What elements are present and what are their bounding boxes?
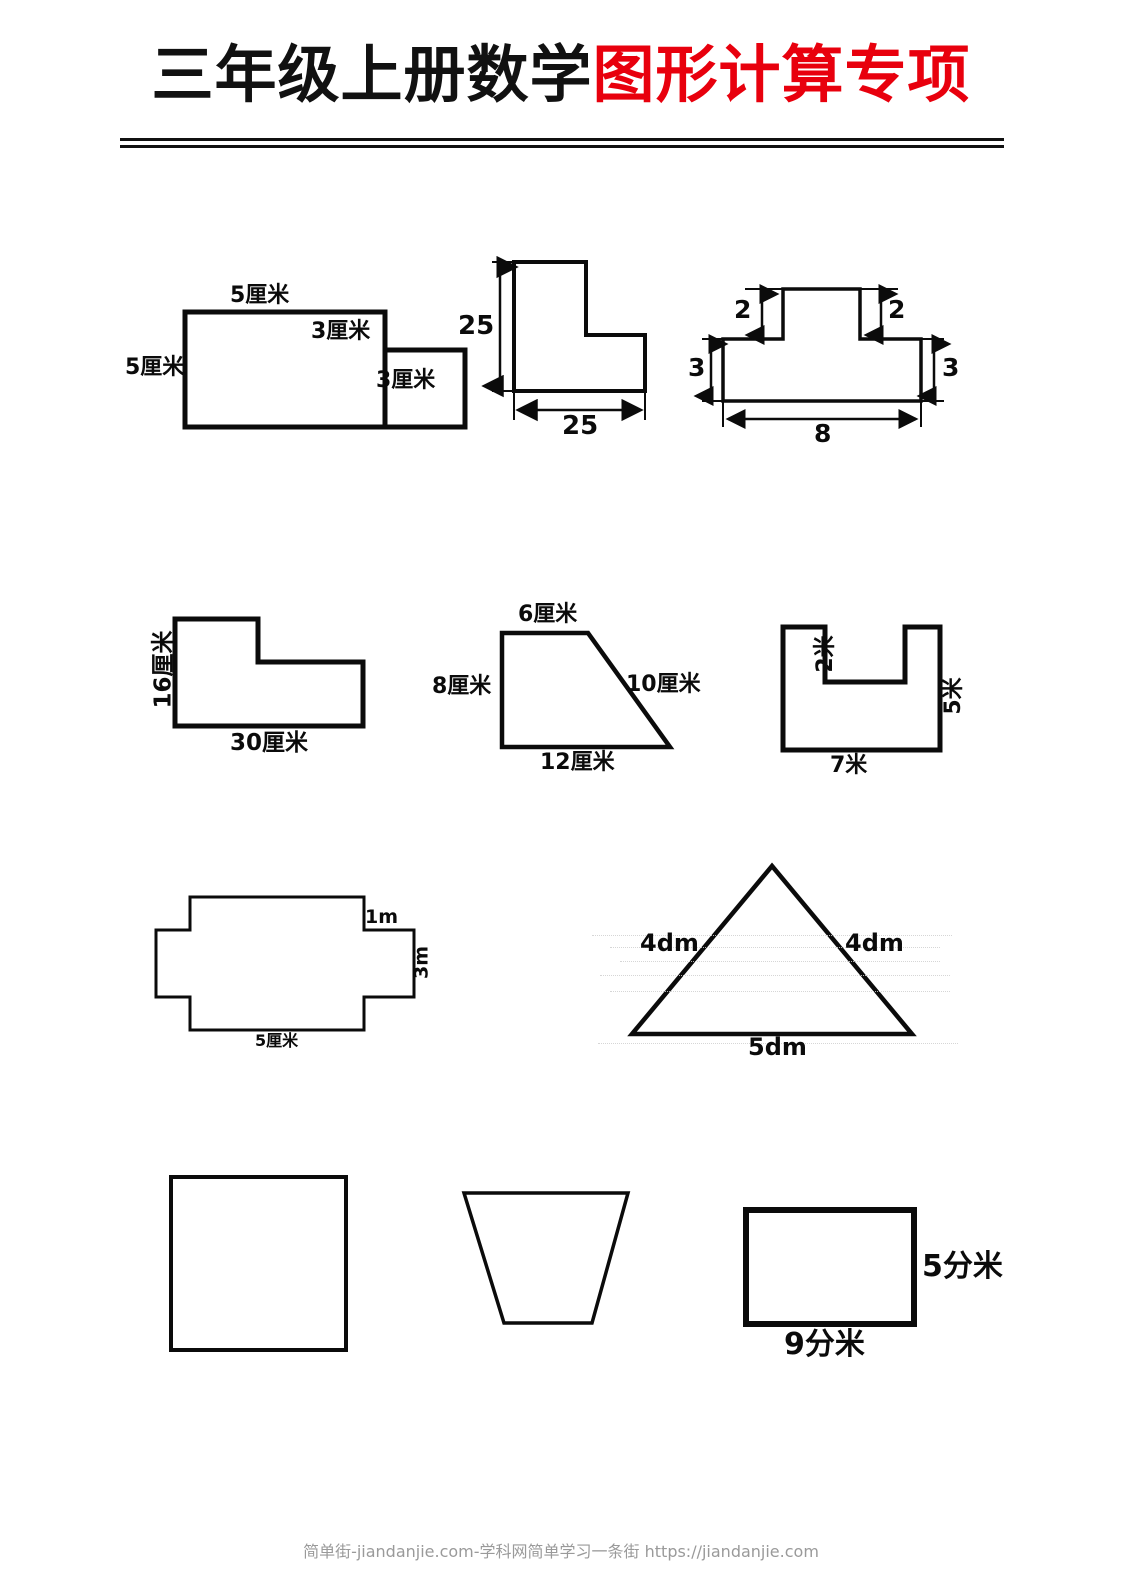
figure-inverted-trapezoid — [440, 1160, 660, 1350]
fig5-top-label: 6厘米 — [518, 602, 578, 627]
figure-large-l-shape: 16厘米 30厘米 — [120, 590, 420, 760]
fig7-bottom-label: 5厘米 — [255, 1031, 299, 1050]
figure-plain-square-drawing — [169, 1175, 348, 1352]
title-divider-line-bottom — [120, 145, 1004, 148]
fig1-left-side-label: 5厘米 — [125, 355, 185, 380]
fig7-right-side-label: 3m — [410, 945, 433, 980]
large-l-outline — [172, 616, 366, 729]
fig5-bottom-label: 12厘米 — [540, 750, 615, 775]
fig5-slant-side-label: 10厘米 — [626, 672, 701, 697]
figure-cross-shape-drawing — [154, 895, 416, 1032]
figure-u-shape: 2米 5米 7米 — [740, 595, 1000, 785]
step-l-outline — [182, 309, 468, 430]
scan-artifact-line — [592, 935, 952, 936]
fig3-notch-right-label: 2 — [888, 295, 906, 324]
fig1-top-right-label: 3厘米 — [311, 319, 371, 344]
fig8-base-label: 5dm — [748, 1033, 807, 1061]
figure-u-shape-drawing — [780, 624, 943, 753]
scan-artifact-line — [600, 975, 950, 976]
fig4-bottom-label: 30厘米 — [230, 730, 309, 756]
fig3-height-right-label: 3 — [942, 353, 960, 382]
fig8-left-side-label: 4dm — [640, 929, 699, 957]
figure-rectangle-drawing — [743, 1207, 917, 1327]
fig6-notch-depth-label: 2米 — [813, 635, 838, 673]
rectangle-outline — [743, 1207, 917, 1327]
fig4-left-side-label: 16厘米 — [150, 630, 177, 709]
inverted-trapezoid-outline — [461, 1191, 631, 1325]
fig1-top-left-label: 5厘米 — [230, 283, 290, 308]
page-title-black-part: 三年级上册数学 — [151, 38, 593, 111]
triangle-outline — [627, 862, 917, 1037]
fig5-left-side-label: 8厘米 — [432, 674, 492, 699]
figure-t-shape-dimensioned: 2 2 3 3 8 — [688, 275, 960, 448]
fig3-height-left-label: 3 — [688, 353, 706, 382]
fig2-vertical-label: 25 — [458, 311, 495, 341]
scan-artifact-line — [610, 947, 940, 948]
figure-right-trapezoid: 6厘米 8厘米 10厘米 12厘米 — [430, 590, 730, 780]
figure-step-l-shape-drawing — [182, 309, 468, 430]
fig3-notch-left-label: 2 — [734, 295, 752, 324]
l-shape-outline — [512, 260, 647, 393]
figure-plain-square — [145, 1145, 375, 1365]
scan-artifact-line — [598, 1043, 958, 1044]
figure-rectangle: 9分米 5分米 — [720, 1180, 1020, 1380]
title-divider-line-top — [120, 138, 1004, 141]
figure-right-trapezoid-drawing — [499, 630, 675, 750]
fig6-bottom-label: 7米 — [830, 753, 868, 778]
u-shape-outline — [780, 624, 943, 753]
fig3-base-label: 8 — [814, 419, 832, 448]
fig6-right-side-label: 5米 — [941, 677, 966, 715]
fig1-right-side-label: 3厘米 — [376, 368, 436, 393]
fig11-bottom-label: 9分米 — [784, 1327, 865, 1362]
figure-cross-shape: 1m 3m 5厘米 — [140, 875, 440, 1049]
page-title: 三年级上册数学图形计算专项 — [0, 42, 1122, 107]
fig2-horizontal-label: 25 — [562, 411, 599, 441]
figure-large-l-shape-drawing — [172, 616, 366, 729]
figure-isosceles-triangle: 4dm 4dm 5dm — [580, 835, 970, 1070]
right-trapezoid-outline — [499, 630, 675, 750]
figure-inverted-trapezoid-drawing — [461, 1191, 631, 1325]
fig7-tab-height-label: 1m — [365, 906, 399, 928]
fig8-right-side-label: 4dm — [845, 929, 904, 957]
fig11-right-side-label: 5分米 — [922, 1249, 1003, 1284]
title-divider — [120, 138, 1004, 148]
figure-isosceles-triangle-drawing — [627, 862, 917, 1037]
cross-shape-outline — [154, 895, 416, 1032]
scan-artifact-line — [620, 961, 940, 962]
figure-step-l-shape: 5厘米 5厘米 3厘米 3厘米 — [125, 275, 468, 445]
figure-t-shape-dimensioned-drawing — [693, 284, 952, 429]
footer-watermark: 简单街-jiandanjie.com-学科网简单学习一条街 https://ji… — [303, 1542, 819, 1561]
scan-artifact-line — [610, 991, 950, 992]
figure-l-shape-dimensioned: 25 25 — [458, 245, 690, 439]
page-title-red-part: 图形计算专项 — [592, 38, 971, 111]
figure-l-shape-dimensioned-drawing — [481, 255, 647, 422]
square-outline — [169, 1175, 348, 1352]
